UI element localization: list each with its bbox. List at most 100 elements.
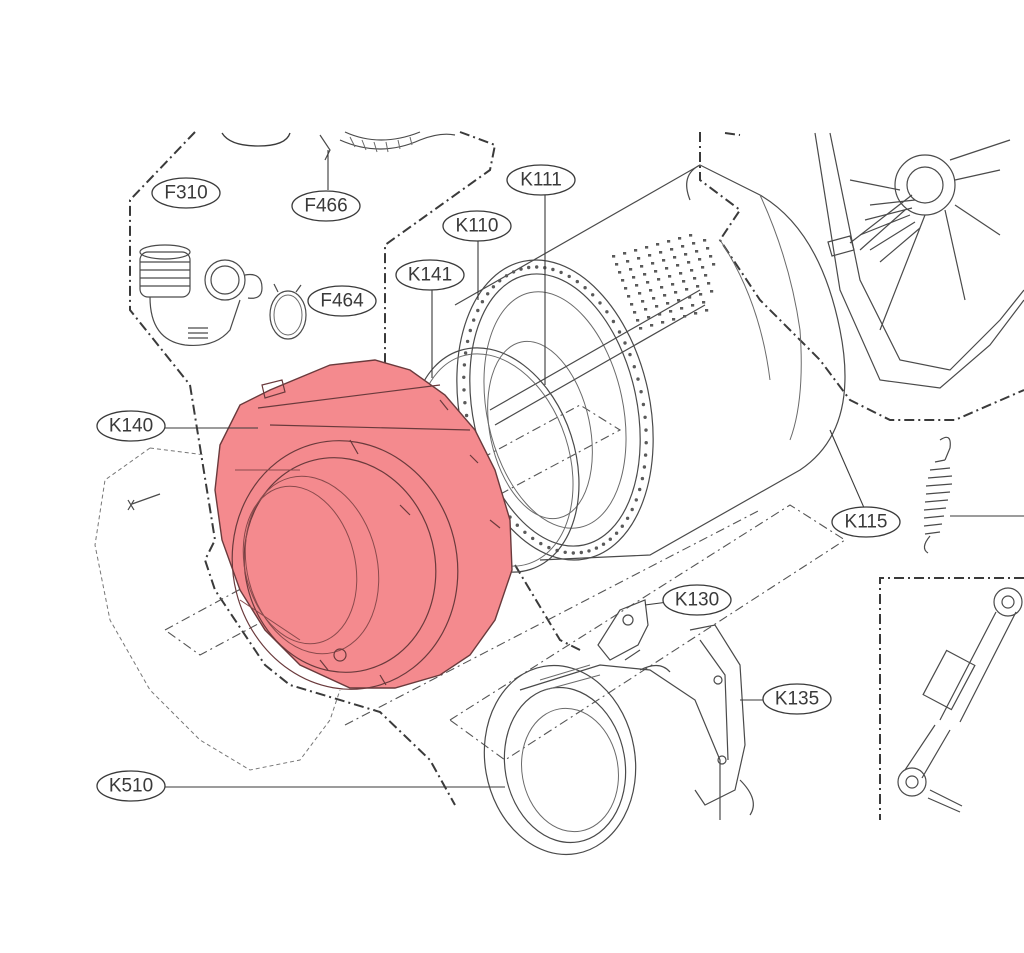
- svg-text:K115: K115: [845, 512, 888, 533]
- drum-k110: [454, 164, 846, 561]
- screw: [127, 493, 161, 511]
- perforation-hole: [647, 316, 651, 319]
- perforation-hole: [637, 257, 641, 260]
- perforation-hole: [709, 255, 713, 258]
- clamp-f464: [269, 283, 307, 340]
- perforation-hole: [634, 498, 638, 502]
- perforation-hole: [703, 239, 707, 242]
- perforation-hole: [629, 268, 633, 271]
- label-k130: K130: [662, 584, 732, 616]
- svg-text:K111: K111: [520, 170, 562, 191]
- perforation-hole: [621, 279, 625, 282]
- perforation-hole: [635, 284, 639, 287]
- perforation-hole: [668, 275, 672, 278]
- tub-spring: [923, 436, 953, 554]
- perforation-hole: [468, 328, 472, 333]
- svg-text:K110: K110: [456, 216, 499, 237]
- perforation-hole: [583, 286, 587, 290]
- perforation-hole: [559, 270, 563, 275]
- perforation-hole: [636, 319, 640, 322]
- perforation-hole: [667, 240, 671, 243]
- perforation-hole: [681, 245, 685, 248]
- perforation-hole: [563, 550, 567, 554]
- perforation-hole: [531, 536, 535, 541]
- perforation-hole: [691, 304, 695, 307]
- label-f466: F466: [291, 190, 361, 222]
- perforation-hole: [701, 266, 705, 269]
- perforation-hole: [623, 252, 627, 255]
- hinge-k130: [597, 599, 649, 661]
- perforation-hole: [617, 330, 622, 334]
- perforation-hole: [641, 402, 646, 407]
- perforation-hole: [636, 377, 640, 381]
- perforation-hole: [547, 545, 551, 550]
- part-labels: F310 F466 F464 K111 K110 K141 K140 K115: [96, 164, 901, 802]
- perforation-hole: [644, 308, 648, 311]
- perforation-hole: [695, 250, 699, 253]
- rear-tub: [814, 132, 1024, 389]
- perforation-hole: [666, 302, 670, 305]
- perforation-hole: [685, 288, 689, 291]
- perforation-hole: [639, 327, 643, 330]
- svg-text:F466: F466: [304, 196, 347, 217]
- perforation-hole: [587, 549, 591, 553]
- perforation-hole: [632, 365, 636, 369]
- perforation-hole: [674, 291, 678, 294]
- perforation-hole: [632, 276, 636, 279]
- clipped-label-top: [221, 132, 291, 147]
- perforation-hole: [712, 263, 716, 266]
- drum-perforations: [462, 234, 716, 555]
- perforation-hole: [656, 243, 660, 246]
- perforation-hole: [696, 285, 700, 288]
- perforation-hole: [702, 301, 706, 304]
- shock-absorber: [897, 587, 1023, 813]
- front-door-k510: [483, 664, 721, 856]
- front-tub-k140-highlight: [214, 359, 513, 689]
- perforation-hole: [688, 296, 692, 299]
- perforation-hole: [623, 341, 627, 345]
- perforation-hole: [669, 310, 673, 313]
- perforation-hole: [614, 531, 619, 535]
- perforation-hole: [693, 277, 697, 280]
- perforation-hole: [615, 263, 619, 266]
- perforation-hole: [677, 299, 681, 302]
- perforation-hole: [630, 303, 634, 306]
- perforation-hole: [652, 297, 656, 300]
- perforation-hole: [639, 390, 643, 394]
- perforation-hole: [476, 308, 480, 313]
- perforation-hole: [644, 441, 648, 445]
- perforation-hole: [659, 251, 663, 254]
- label-k141: K141: [395, 259, 465, 291]
- perforation-hole: [689, 234, 693, 237]
- perforation-hole: [598, 301, 602, 305]
- perforation-hole: [575, 279, 579, 284]
- perforation-hole: [579, 550, 583, 555]
- label-k135: K135: [762, 683, 832, 715]
- front-tub-k140: [214, 359, 513, 690]
- perforation-hole: [643, 415, 647, 419]
- perforation-hole: [535, 265, 539, 269]
- perforation-hole: [465, 339, 470, 344]
- perforation-hole: [698, 258, 702, 261]
- perforation-hole: [567, 274, 571, 279]
- perforation-hole: [463, 401, 467, 405]
- perforation-hole: [662, 259, 666, 262]
- perforation-hole: [670, 248, 674, 251]
- perforation-hole: [679, 272, 683, 275]
- perforation-hole: [591, 293, 595, 297]
- perforation-hole: [618, 271, 622, 274]
- pump-filter-f310: [139, 244, 263, 347]
- perforation-hole: [707, 282, 711, 285]
- perforation-hole: [498, 279, 502, 283]
- perforation-hole: [612, 255, 616, 258]
- perforation-hole: [630, 507, 634, 512]
- svg-text:K135: K135: [775, 689, 819, 710]
- perforation-hole: [641, 300, 645, 303]
- perforation-hole: [690, 269, 694, 272]
- perforation-hole: [661, 321, 665, 324]
- perforation-hole: [627, 295, 631, 298]
- label-k110: K110: [442, 210, 512, 242]
- perforation-hole: [638, 292, 642, 295]
- perforation-hole: [654, 270, 658, 273]
